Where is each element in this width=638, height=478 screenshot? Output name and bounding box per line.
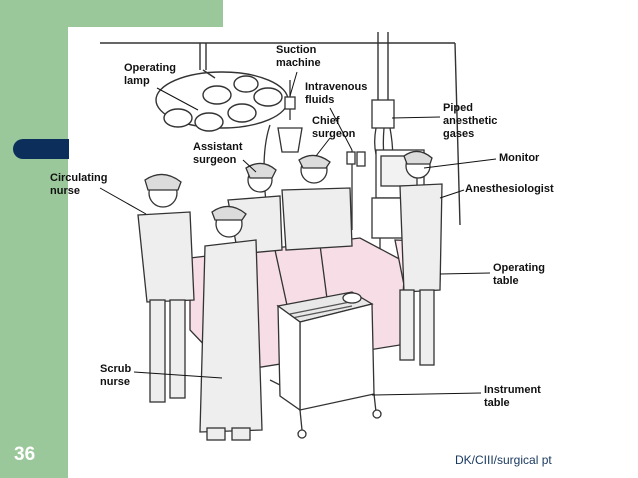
ceiling-rails xyxy=(100,32,461,226)
piped-gases xyxy=(371,99,395,169)
footer-text: DK/CIII/surgical pt xyxy=(455,453,552,467)
label-anesthesiologist: Anesthesiologist xyxy=(465,183,554,195)
label-circulating-nurse-1: Circulating xyxy=(50,172,107,184)
label-scrub-nurse-1: Scrub xyxy=(100,363,131,375)
sidebar-band xyxy=(0,0,68,478)
label-assistant-surgeon-1: Assistant xyxy=(193,141,243,153)
scrub-nurse-figure xyxy=(199,205,263,441)
circulating-nurse-figure xyxy=(137,173,195,403)
operating-lamp xyxy=(155,69,289,132)
label-instrument-table-2: table xyxy=(484,397,510,409)
label-intravenous-fluids-2: fluids xyxy=(305,94,334,106)
label-chief-surgeon-2: surgeon xyxy=(312,128,356,140)
instrument-table xyxy=(276,291,382,439)
label-assistant-surgeon-2: surgeon xyxy=(193,154,237,166)
anesthesiologist-figure xyxy=(399,150,443,366)
label-piped-gases-3: gases xyxy=(443,128,474,140)
iv-pole xyxy=(346,150,366,230)
label-instrument-table-1: Instrument xyxy=(484,384,541,396)
label-scrub-nurse-2: nurse xyxy=(100,376,130,388)
navy-tab xyxy=(13,139,69,159)
label-circulating-nurse-2: nurse xyxy=(50,185,80,197)
label-suction-machine-1: Suction xyxy=(276,44,317,56)
label-piped-gases-2: anesthetic xyxy=(443,115,497,127)
label-suction-machine-2: machine xyxy=(276,57,321,69)
label-operating-table-2: table xyxy=(493,275,519,287)
slide-number: 36 xyxy=(14,444,36,465)
chief-surgeon-figure xyxy=(281,154,353,251)
label-intravenous-fluids-1: Intravenous xyxy=(305,81,367,93)
label-piped-gases-1: Piped xyxy=(443,102,473,114)
label-chief-surgeon-1: Chief xyxy=(312,115,340,127)
label-operating-lamp-2: lamp xyxy=(124,75,150,87)
label-monitor: Monitor xyxy=(499,152,540,164)
leader-lines xyxy=(99,71,497,396)
label-operating-lamp-1: Operating xyxy=(124,62,176,74)
label-operating-table-1: Operating xyxy=(493,262,545,274)
